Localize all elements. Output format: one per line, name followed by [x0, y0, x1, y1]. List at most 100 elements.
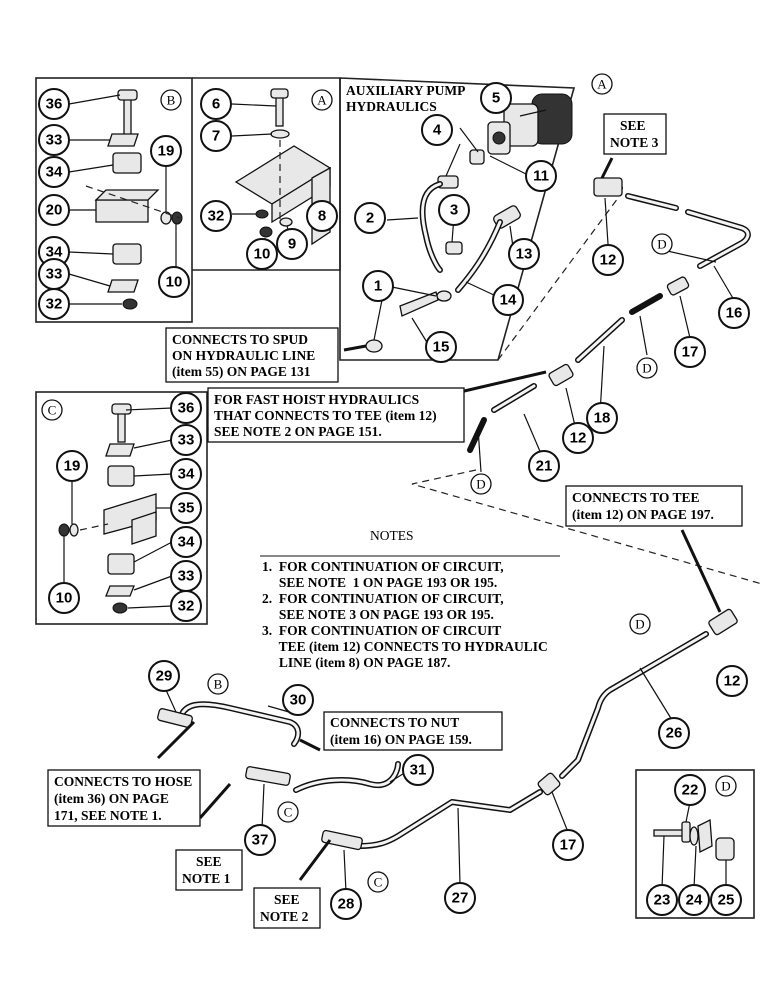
svg-text:10: 10 [254, 246, 271, 263]
bolt-shank [123, 97, 132, 137]
callout-27: 27 [444, 882, 476, 914]
svg-text:30: 30 [290, 692, 307, 709]
tube-14 [455, 219, 503, 293]
svg-text:ON HYDRAULIC LINE: ON HYDRAULIC LINE [172, 348, 315, 363]
svg-text:13: 13 [516, 246, 533, 263]
callout-29: 29 [148, 660, 180, 692]
svg-text:26: 26 [666, 725, 683, 742]
svg-text:33: 33 [46, 132, 63, 149]
letter-c-lower2: C [367, 871, 389, 893]
tee-12-lower [708, 608, 738, 636]
note-line: SEE NOTE 3 ON PAGE 193 OR 195. [262, 607, 494, 622]
svg-text:(item 36) ON PAGE: (item 36) ON PAGE [54, 791, 169, 806]
callout-31: 31 [402, 754, 434, 786]
svg-text:4: 4 [433, 122, 442, 139]
callout-33-b2: 33 [38, 258, 70, 290]
clamp-block-c [107, 465, 135, 487]
note-line: TEE (item 12) CONNECTS TO HYDRAULIC [262, 639, 548, 654]
bolt-head-a [270, 88, 289, 99]
upper-tubing [411, 157, 763, 585]
diagram-title: AUXILIARY PUMP HYDRAULICS [346, 83, 465, 114]
callout-9-a: 9 [276, 228, 308, 260]
svg-text:21: 21 [536, 458, 553, 475]
svg-text:D: D [721, 779, 730, 794]
callout-6-a: 6 [200, 88, 232, 120]
pump-port [492, 131, 506, 145]
svg-text:CONNECTS TO TEE: CONNECTS TO TEE [572, 490, 700, 505]
washer-a2 [279, 217, 293, 227]
callout-12-lower: 12 [716, 665, 748, 697]
callout-19-c: 19 [56, 450, 88, 482]
svg-text:C: C [48, 403, 57, 418]
callout-1: 1 [362, 270, 394, 302]
svg-text:D: D [657, 237, 666, 252]
callout-36-c: 36 [170, 392, 202, 424]
callout-23: 23 [646, 884, 678, 916]
svg-text:(item 55) ON PAGE 131: (item 55) ON PAGE 131 [172, 364, 311, 379]
letter-d-lower: D [629, 613, 651, 635]
callout-19-b: 19 [150, 135, 182, 167]
label-spud: CONNECTS TO SPUD ON HYDRAULIC LINE (item… [165, 327, 339, 383]
svg-text:24: 24 [686, 892, 703, 909]
washer-d [689, 826, 699, 846]
callout-34-b: 34 [38, 156, 70, 188]
svg-text:FOR FAST HOIST HYDRAULICS: FOR FAST HOIST HYDRAULICS [214, 392, 419, 407]
callout-2: 2 [354, 202, 386, 234]
callout-21: 21 [528, 450, 560, 482]
section-letters: B A A D D D C D B C C D [41, 73, 737, 893]
svg-text:10: 10 [166, 274, 183, 291]
ring-1 [436, 290, 452, 302]
svg-text:25: 25 [718, 892, 735, 909]
callout-8-a: 8 [306, 200, 338, 232]
callout-17-lower: 17 [552, 829, 584, 861]
clamp-d [715, 837, 735, 861]
svg-text:NOTE 1: NOTE 1 [182, 871, 231, 886]
svg-text:22: 22 [682, 782, 699, 799]
svg-text:27: 27 [452, 890, 469, 907]
tee-12-upper [593, 177, 623, 197]
svg-text:34: 34 [46, 244, 63, 261]
washer-c [69, 523, 79, 537]
clamp-block [112, 152, 142, 174]
callout-11: 11 [525, 160, 557, 192]
callout-5: 5 [480, 82, 512, 114]
svg-text:32: 32 [208, 208, 225, 225]
svg-text:16: 16 [726, 305, 743, 322]
callout-10-a: 10 [246, 238, 278, 270]
svg-text:8: 8 [318, 208, 326, 225]
bracket [95, 199, 149, 223]
callout-12-upper: 12 [592, 244, 624, 276]
spring-15 [399, 291, 439, 317]
ring-spud [365, 339, 383, 353]
panel-c-frame [35, 391, 208, 625]
label-see-note-2: SEE NOTE 2 [253, 887, 321, 929]
callout-16: 16 [718, 297, 750, 329]
callout-14: 14 [492, 284, 524, 316]
bolt-head-c [111, 403, 132, 415]
clamp-block-c2 [107, 553, 135, 575]
note-line: 2. FOR CONTINUATION OF CIRCUIT, [262, 591, 504, 606]
tube-27 [357, 789, 543, 849]
svg-text:7: 7 [212, 128, 220, 145]
tee-37 [245, 766, 291, 786]
letter-a-pump: A [591, 73, 613, 95]
callout-25: 25 [710, 884, 742, 916]
label-see-note-3: SEE NOTE 3 [603, 113, 667, 155]
svg-text:12: 12 [600, 252, 617, 269]
svg-text:23: 23 [654, 892, 671, 909]
fitting-11 [469, 149, 485, 165]
svg-text:12: 12 [570, 430, 587, 447]
svg-text:SEE: SEE [620, 118, 646, 133]
nut-a [255, 209, 269, 219]
lower-tubing [156, 529, 738, 893]
label-see-note-1: SEE NOTE 1 [175, 849, 243, 891]
clamp-plate-c2 [105, 585, 135, 597]
callout-15: 15 [425, 331, 457, 363]
svg-text:5: 5 [492, 90, 500, 107]
svg-text:33: 33 [46, 266, 63, 283]
nut [122, 298, 138, 310]
letter-c-panel: C [41, 399, 63, 421]
svg-text:A: A [597, 77, 607, 92]
nut-small [171, 211, 183, 225]
note-line: 3. FOR CONTINUATION OF CIRCUIT [262, 623, 501, 638]
